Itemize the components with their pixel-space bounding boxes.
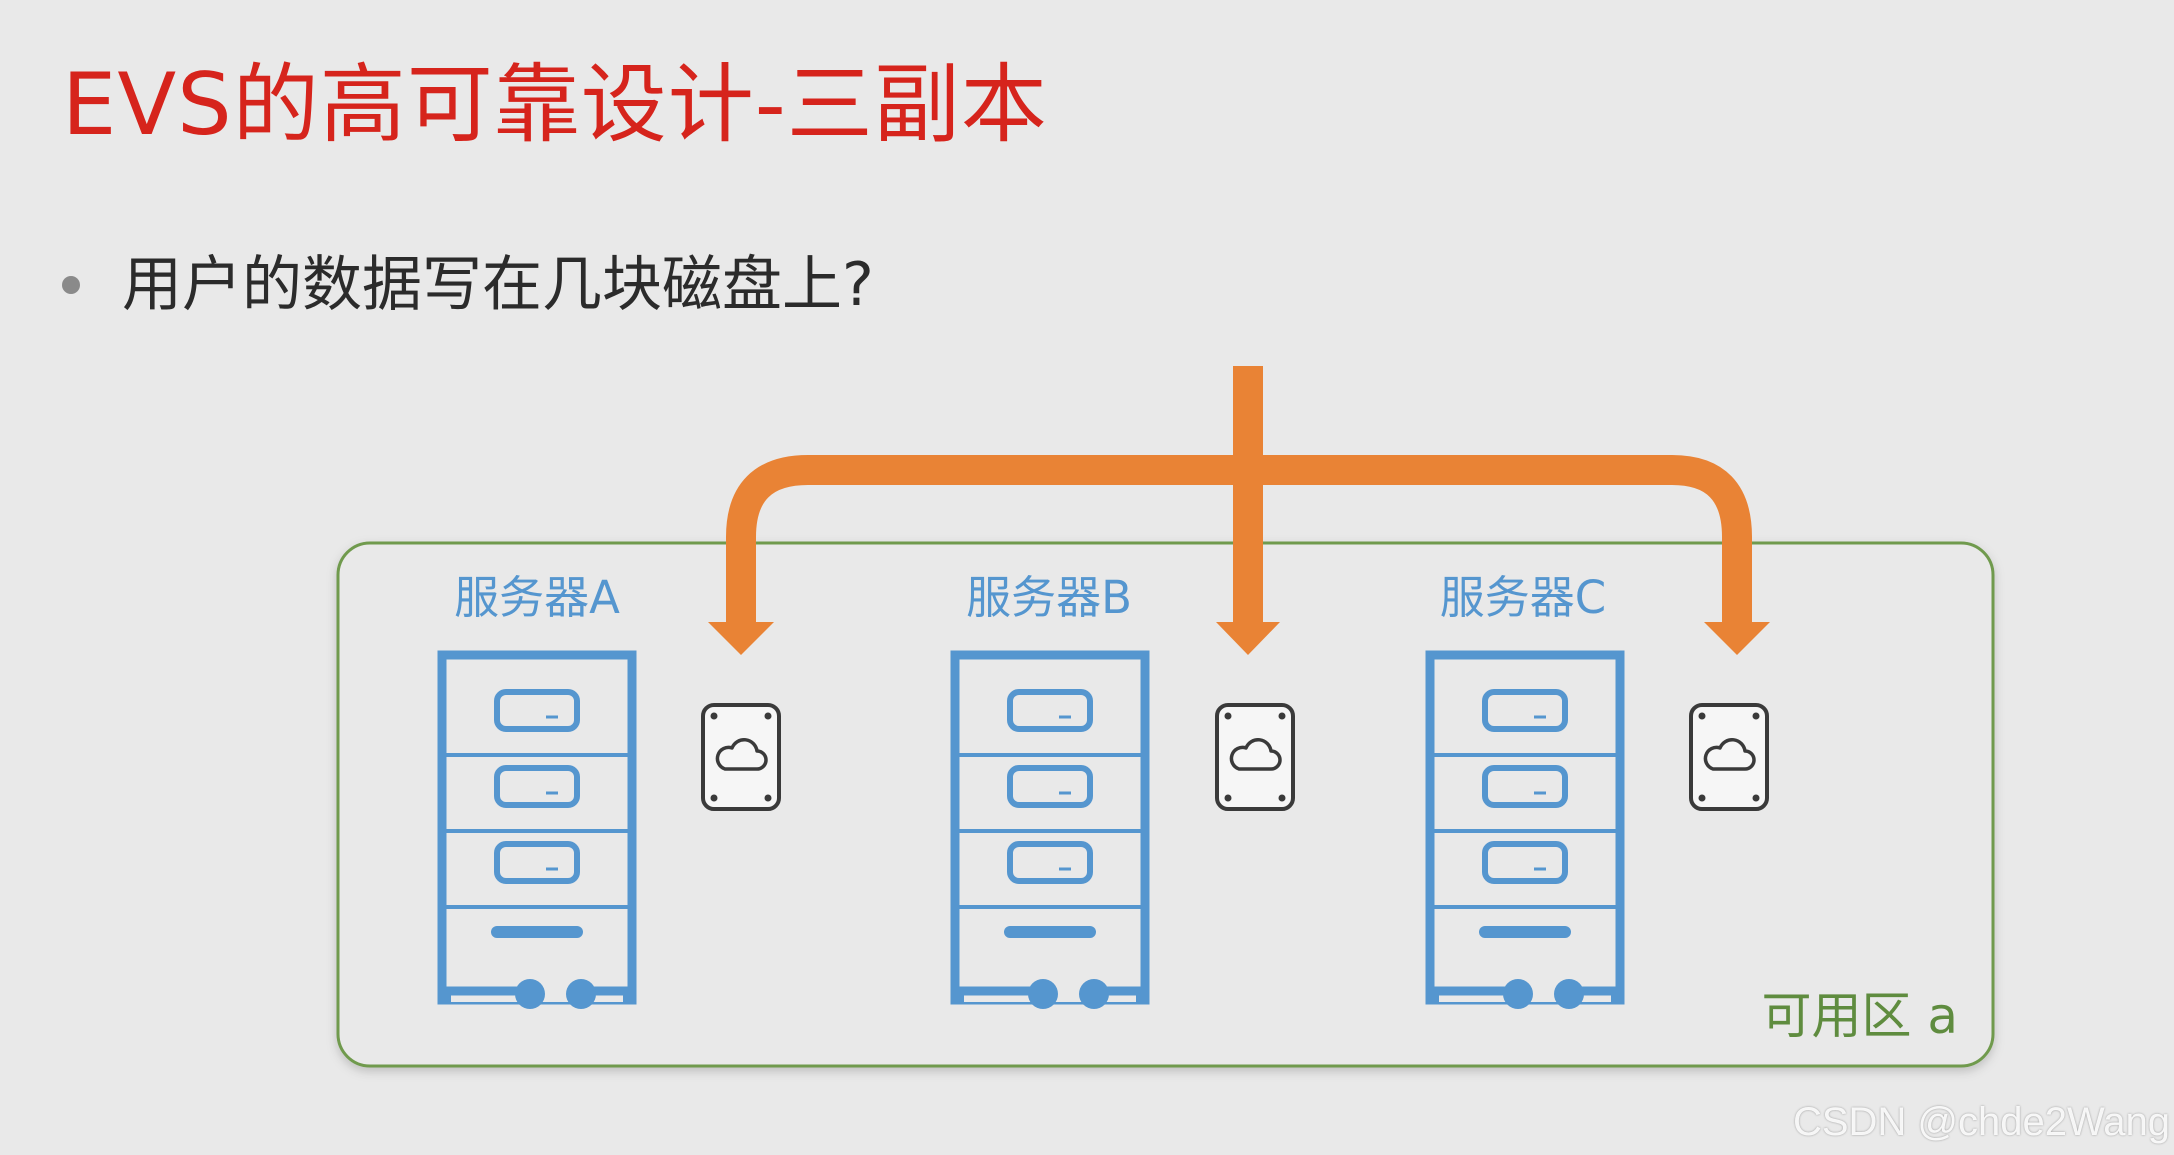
cloud-disk-icon (701, 703, 781, 811)
server-b: 服务器B (955, 571, 1145, 1009)
arrowhead-b (1216, 622, 1280, 655)
arrowhead-a (708, 622, 774, 655)
server-c: 服务器C (1430, 571, 1620, 1009)
arrow-to-disk-c (1248, 455, 1752, 625)
bullet-dot-icon (62, 276, 80, 294)
arrow-to-disk-a (726, 455, 1248, 625)
bullet-text: 用户的数据写在几块磁盘上? (122, 250, 874, 320)
replication-arrows (726, 366, 1752, 625)
slide-title: EVS的高可靠设计-三副本 (62, 55, 1048, 155)
server-label-a: 服务器A (454, 571, 620, 624)
arrowhead-c (1704, 622, 1770, 655)
server-label-c: 服务器C (1440, 571, 1606, 624)
cloud-disk-icon (1689, 703, 1769, 811)
server-a: 服务器A (442, 571, 632, 1009)
zone-label: 可用区 a (1761, 987, 1958, 1045)
server-label-b: 服务器B (966, 571, 1132, 624)
cloud-disk-icon (1215, 703, 1295, 811)
bullet-item: 用户的数据写在几块磁盘上? (62, 252, 874, 318)
watermark: CSDN @chde2Wang (1792, 1100, 2170, 1144)
arrowheads (708, 622, 1770, 655)
availability-zone-box (336, 541, 1995, 1068)
